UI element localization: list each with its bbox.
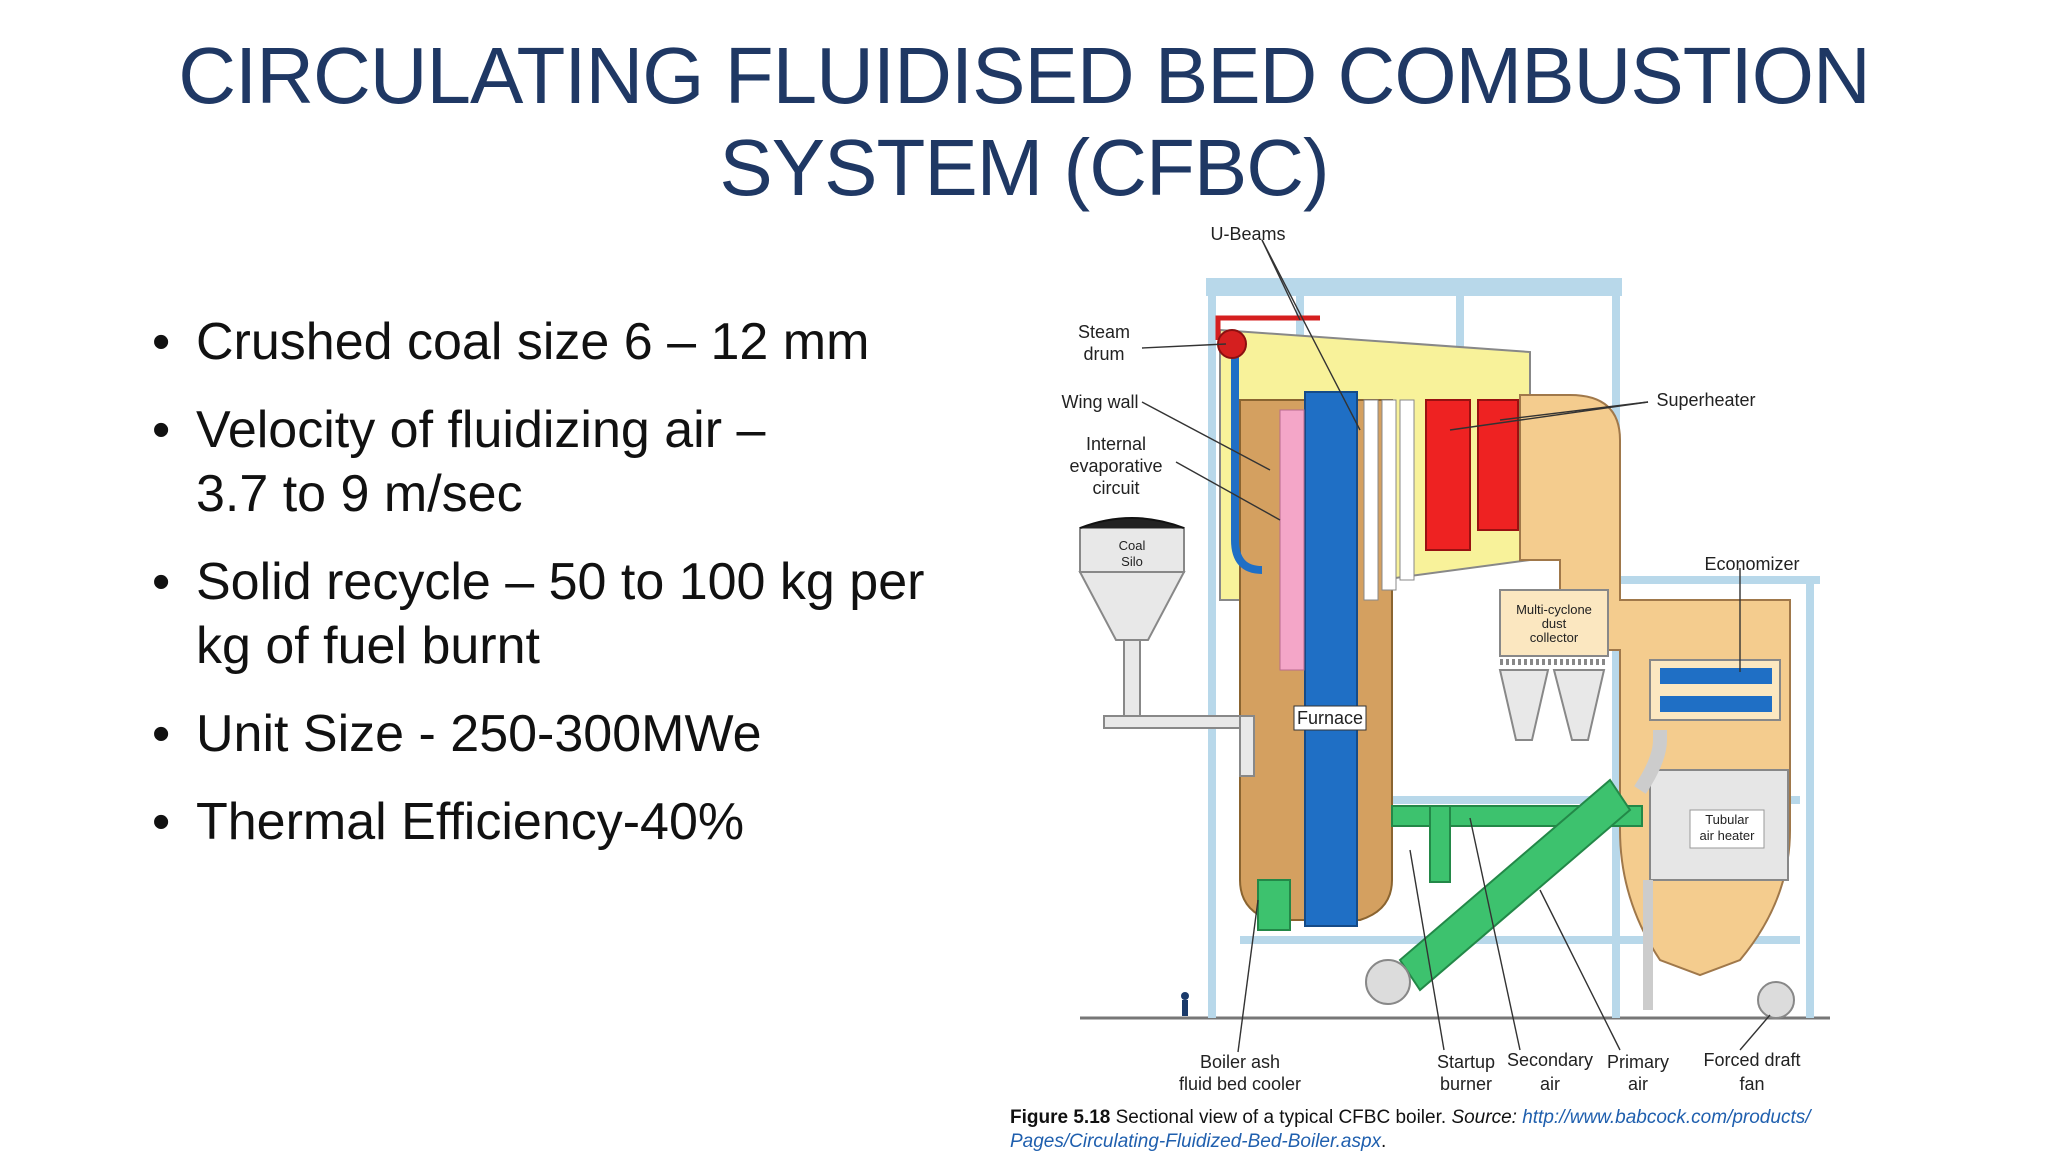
forced-draft-fan-icon bbox=[1757, 981, 1795, 1019]
slide-title: CIRCULATING FLUIDISED BED COMBUSTION SYS… bbox=[0, 30, 2048, 214]
bullet-list: Crushed coal size 6 – 12 mm Velocity of … bbox=[152, 310, 1012, 878]
wing-wall bbox=[1279, 409, 1305, 671]
caption-figure-label: Figure bbox=[1010, 1107, 1069, 1128]
figure-caption: Figure 5.18 Sectional view of a typical … bbox=[1010, 1107, 1811, 1152]
label-steam-drum: drum bbox=[1083, 344, 1124, 364]
bullet-item: Crushed coal size 6 – 12 mm bbox=[152, 310, 1012, 374]
label-multicyclone: collector bbox=[1530, 630, 1579, 645]
label-multicyclone: dust bbox=[1542, 616, 1567, 631]
label-u-beams: U-Beams bbox=[1210, 224, 1285, 244]
caption-source-label: Source: bbox=[1451, 1107, 1517, 1128]
internal-evaporative-panels bbox=[1363, 399, 1415, 601]
bullet-item: Velocity of fluidizing air –3.7 to 9 m/s… bbox=[152, 398, 1012, 526]
downcomer-pipe bbox=[1231, 350, 1263, 574]
economizer-tube-bank bbox=[1660, 668, 1772, 684]
label-primary-air: air bbox=[1628, 1074, 1648, 1094]
label-internal-evaporative: Internal bbox=[1086, 434, 1146, 454]
scale-person-icon bbox=[1181, 992, 1189, 1016]
label-secondary-air: air bbox=[1540, 1074, 1560, 1094]
label-steam-drum: Steam bbox=[1078, 322, 1130, 342]
label-startup-burner: burner bbox=[1440, 1074, 1492, 1094]
tubular-label-box bbox=[1689, 809, 1765, 849]
caption-source-link[interactable]: http://www.babcock.com/products/Pages/Ci… bbox=[1010, 1107, 1811, 1152]
furnace-label-box bbox=[1293, 705, 1367, 731]
label-tubular-air-heater: Tubular bbox=[1705, 812, 1749, 827]
label-forced-draft-fan: Forced draft bbox=[1703, 1050, 1800, 1070]
label-coal-silo: Silo bbox=[1121, 554, 1143, 569]
coal-silo bbox=[1078, 517, 1255, 777]
label-internal-evaporative: circuit bbox=[1092, 478, 1139, 498]
title-line-1: CIRCULATING FLUIDISED BED COMBUSTION bbox=[178, 31, 1871, 120]
label-secondary-air: Secondary bbox=[1507, 1050, 1593, 1070]
cyclone-hopper bbox=[1552, 669, 1606, 741]
superheater-panel bbox=[1425, 399, 1471, 551]
economizer-tube-bank bbox=[1660, 696, 1772, 712]
title-line-2: SYSTEM (CFBC) bbox=[719, 123, 1329, 212]
label-startup-burner: Startup bbox=[1437, 1052, 1495, 1072]
label-internal-evaporative: evaporative bbox=[1069, 456, 1162, 476]
superheater-panel bbox=[1477, 399, 1519, 531]
label-furnace: Furnace bbox=[1297, 708, 1363, 728]
label-economizer: Economizer bbox=[1704, 554, 1799, 574]
label-boiler-ash: Boiler ash bbox=[1200, 1052, 1280, 1072]
primary-air-fan bbox=[1365, 959, 1411, 1005]
air-duct-system bbox=[1257, 778, 1643, 992]
leader-lines bbox=[1141, 239, 1771, 1053]
bullet-item: Unit Size - 250-300MWe bbox=[152, 702, 1012, 766]
multicyclone-housing bbox=[1499, 589, 1609, 657]
label-wing-wall: Wing wall bbox=[1061, 392, 1138, 412]
bullet-item: Thermal Efficiency-40% bbox=[152, 790, 1012, 854]
cyclone-hopper bbox=[1498, 669, 1550, 741]
furnace-waterwall bbox=[1304, 391, 1358, 927]
steam-line bbox=[1215, 315, 1320, 340]
label-multicyclone: Multi-cyclone bbox=[1516, 602, 1592, 617]
caption-text: Sectional view of a typical CFBC boiler. bbox=[1115, 1107, 1447, 1128]
label-primary-air: Primary bbox=[1607, 1052, 1669, 1072]
label-superheater: Superheater bbox=[1656, 390, 1755, 410]
caption-figure-number: 5.18 bbox=[1073, 1107, 1111, 1128]
label-forced-draft-fan: fan bbox=[1739, 1074, 1764, 1094]
label-coal-silo: Coal bbox=[1119, 538, 1146, 553]
label-boiler-ash: fluid bed cooler bbox=[1179, 1074, 1301, 1094]
label-tubular-air-heater: air heater bbox=[1700, 828, 1756, 843]
